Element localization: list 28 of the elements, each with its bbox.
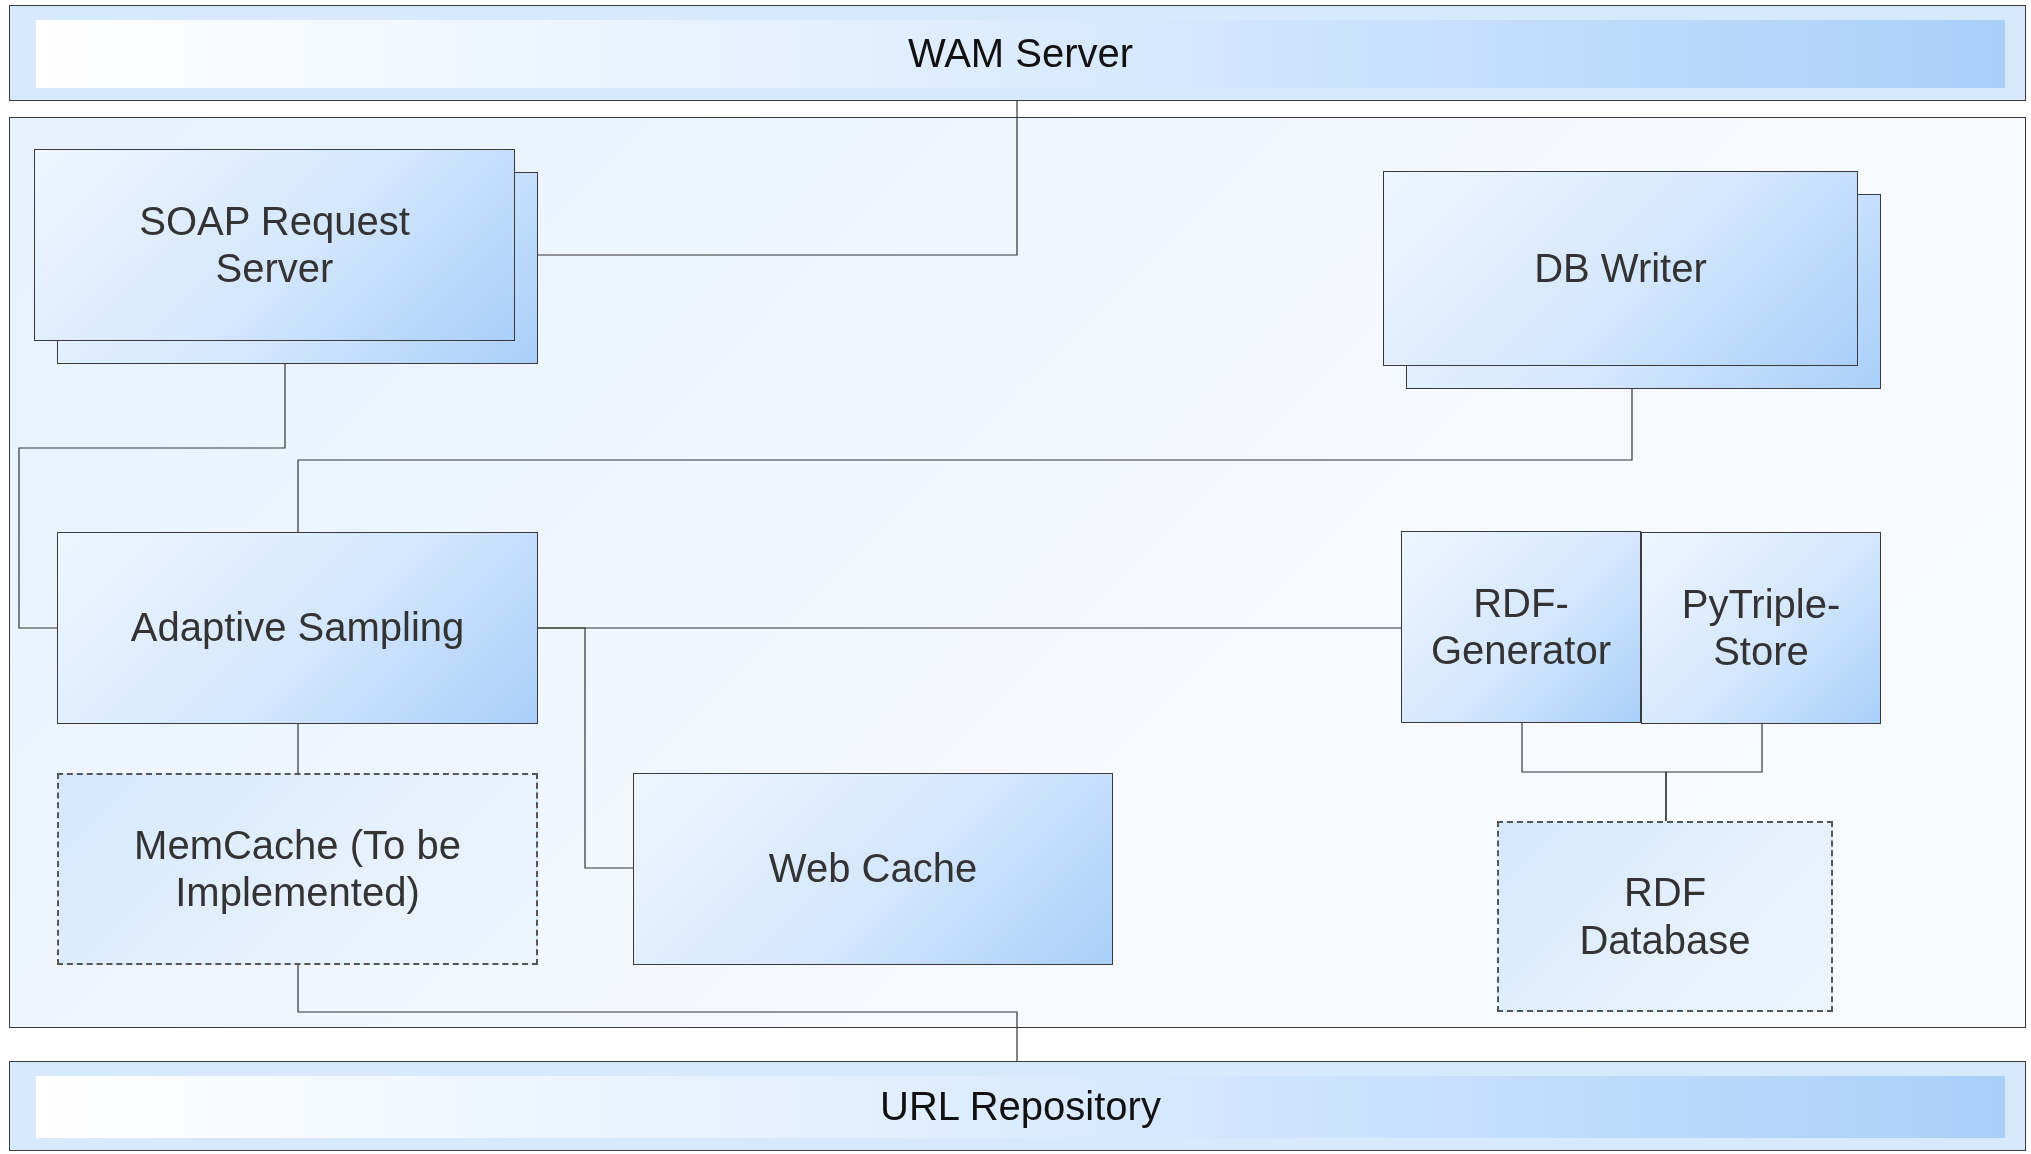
box-label: PyTriple-Store	[1680, 580, 1842, 675]
layer-title: WAM Server	[906, 30, 1135, 78]
box-label: MemCache (To be Implemented)	[133, 821, 462, 916]
connector-line	[537, 100, 1018, 256]
box-label: RDF Database	[1578, 869, 1752, 964]
box-label: RDF-Generator	[1429, 579, 1613, 674]
planned-process-box	[1497, 821, 1833, 1012]
process-box	[1401, 531, 1641, 723]
connector-line	[18, 363, 286, 629]
layer-title: URL Repository	[879, 1083, 1162, 1131]
box-label: DB Writer	[1533, 244, 1708, 292]
process-box	[633, 773, 1113, 965]
box-label: Web Cache	[767, 845, 979, 893]
connector-line	[537, 627, 634, 869]
stacked-process-box	[1383, 171, 1881, 389]
process-box	[57, 532, 538, 724]
connector-line	[1665, 723, 1763, 822]
connector-line	[297, 388, 1633, 533]
process-box	[1641, 532, 1881, 724]
connector-line	[297, 723, 299, 774]
layer-band	[9, 5, 2026, 101]
stacked-process-box	[34, 149, 538, 364]
container-panel	[9, 117, 2026, 1028]
box-label: Adaptive Sampling	[129, 604, 466, 652]
layer-band	[9, 1061, 2026, 1151]
box-label: SOAP Request Server	[138, 197, 411, 292]
planned-process-box	[57, 773, 538, 965]
connector-line	[297, 964, 1018, 1062]
